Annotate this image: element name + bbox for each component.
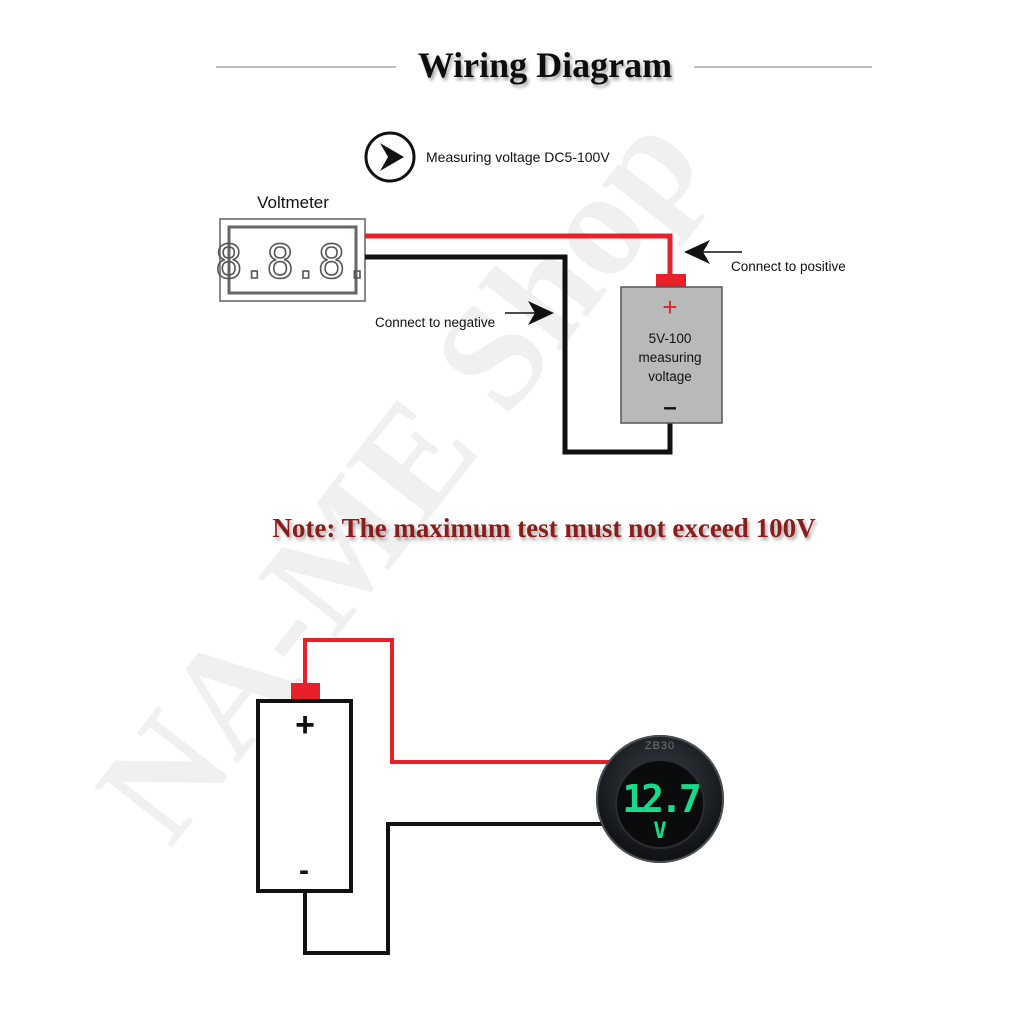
source-line-2: measuring — [638, 350, 701, 365]
round-meter-unit: V — [653, 819, 666, 844]
arrow-right-icon — [505, 301, 554, 325]
voltage-source-box — [620, 286, 723, 424]
round-voltmeter: ZB30 12.7 V — [596, 735, 724, 863]
voltmeter-display: 8.8.8. — [215, 235, 369, 289]
max-voltage-note: Note: The maximum test must not exceed 1… — [272, 513, 816, 543]
negative-wire-bottom — [303, 822, 612, 955]
positive-wire-bottom — [303, 638, 612, 764]
round-meter-brand: ZB30 — [645, 740, 675, 752]
voltmeter-label: Voltmeter — [257, 193, 329, 212]
connect-negative-label: Connect to negative — [375, 315, 495, 330]
page-title: Wiring Diagram — [418, 45, 672, 85]
positive-wire-top — [365, 233, 673, 278]
source-line-1: 5V-100 — [649, 331, 692, 346]
source-line-3: voltage — [648, 369, 692, 384]
battery-cell — [256, 699, 353, 893]
arrow-left-icon — [684, 240, 742, 264]
chevron-right-icon — [364, 131, 416, 183]
connect-positive-label: Connect to positive — [731, 259, 846, 274]
source-plus: + — [662, 292, 677, 322]
round-meter-reading: 12.7 — [622, 777, 700, 821]
negative-wire-top — [365, 254, 673, 455]
battery-terminal-positive — [291, 683, 320, 701]
battery-minus: - — [299, 854, 309, 887]
spec-label: Measuring voltage DC5-100V — [426, 149, 610, 165]
battery-plus: + — [295, 706, 315, 744]
source-terminal-positive — [656, 274, 686, 288]
source-minus: – — [663, 394, 676, 421]
voltmeter-module: 8.8.8. — [214, 218, 372, 302]
